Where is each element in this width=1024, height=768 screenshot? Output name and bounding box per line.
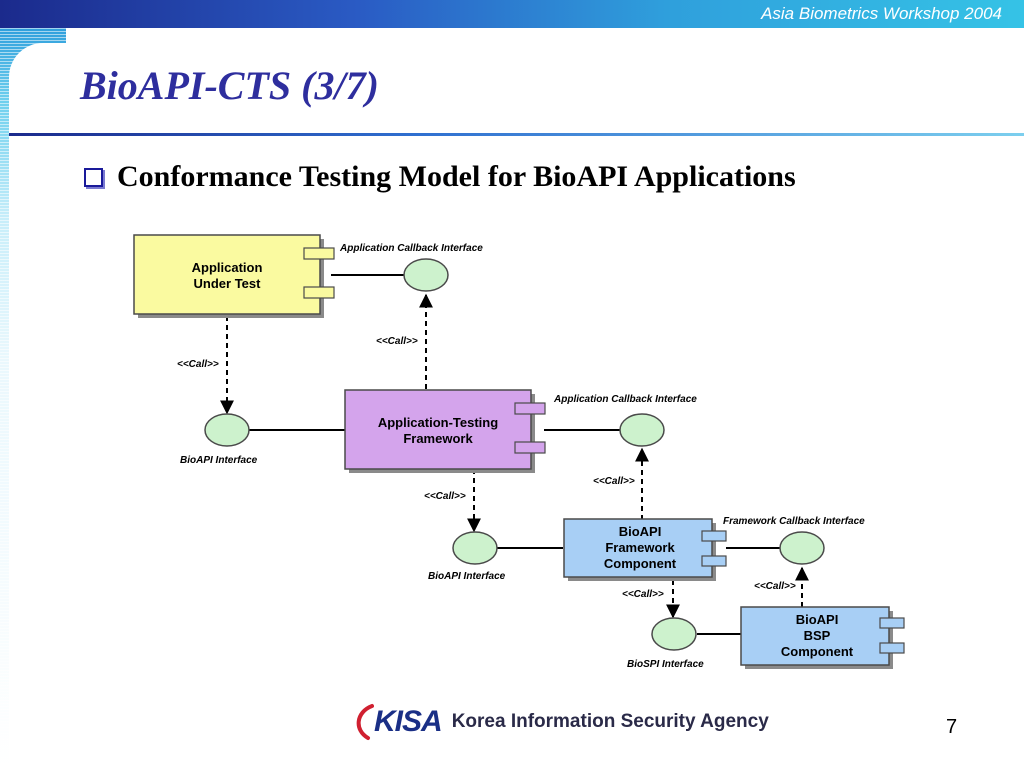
component-application-testing-framework: Application-Testing Framework	[344, 389, 546, 473]
component-bioapi-bsp: BioAPI BSP Component	[740, 606, 905, 669]
square-bullet-icon	[84, 167, 103, 187]
aut-label-line2: Under Test	[194, 276, 262, 291]
bullet-text: Conformance Testing Model for BioAPI App…	[117, 160, 796, 193]
label-biospi: BioSPI Interface	[627, 659, 704, 670]
interface-app-callback-1	[403, 258, 449, 292]
bsp-label-line3: Component	[781, 644, 854, 659]
fw-label-line1: BioAPI	[619, 524, 662, 539]
component-application-under-test: Application Under Test	[133, 234, 335, 318]
interface-bioapi-1	[204, 413, 250, 447]
bsp-label-line1: BioAPI	[796, 612, 839, 627]
aut-label-line1: Application	[192, 260, 263, 275]
call-label-5: <<Call>>	[622, 589, 664, 600]
interface-biospi	[651, 617, 697, 651]
label-app-callback-2: Application Callback Interface	[553, 394, 697, 405]
call-label-4: <<Call>>	[593, 476, 635, 487]
bullet-point: Conformance Testing Model for BioAPI App…	[84, 160, 796, 194]
label-bioapi-1: BioAPI Interface	[180, 455, 258, 466]
atf-label-line1: Application-Testing	[378, 415, 498, 430]
atf-label-line2: Framework	[403, 431, 473, 446]
call-label-3: <<Call>>	[424, 491, 466, 502]
label-bioapi-2: BioAPI Interface	[428, 571, 506, 582]
bsp-label-line2: BSP	[804, 628, 831, 643]
component-bioapi-framework: BioAPI Framework Component	[563, 518, 727, 581]
interface-framework-callback	[779, 531, 825, 565]
agency-name: Korea Information Security Agency	[451, 711, 769, 732]
kisa-swoosh-icon	[356, 704, 374, 740]
workshop-title: Asia Biometrics Workshop 2004	[761, 4, 1002, 23]
label-app-callback-1: Application Callback Interface	[339, 243, 483, 254]
title-rule	[9, 133, 1024, 136]
interface-app-callback-2	[619, 413, 665, 447]
page-number: 7	[946, 716, 958, 738]
label-framework-callback: Framework Callback Interface	[723, 516, 865, 527]
top-banner: Asia Biometrics Workshop 2004	[0, 0, 1024, 28]
call-label-1: <<Call>>	[177, 359, 219, 370]
call-label-6: <<Call>>	[754, 581, 796, 592]
interface-bioapi-2	[452, 531, 498, 565]
fw-label-line3: Component	[604, 556, 677, 571]
slide-title: BioAPI-CTS (3/7)	[80, 63, 379, 108]
kisa-wordmark: KISA	[374, 705, 443, 738]
kisa-logo: KISA Korea Information Security Agency	[352, 702, 769, 742]
fw-label-line2: Framework	[605, 540, 675, 555]
call-label-2: <<Call>>	[376, 336, 418, 347]
